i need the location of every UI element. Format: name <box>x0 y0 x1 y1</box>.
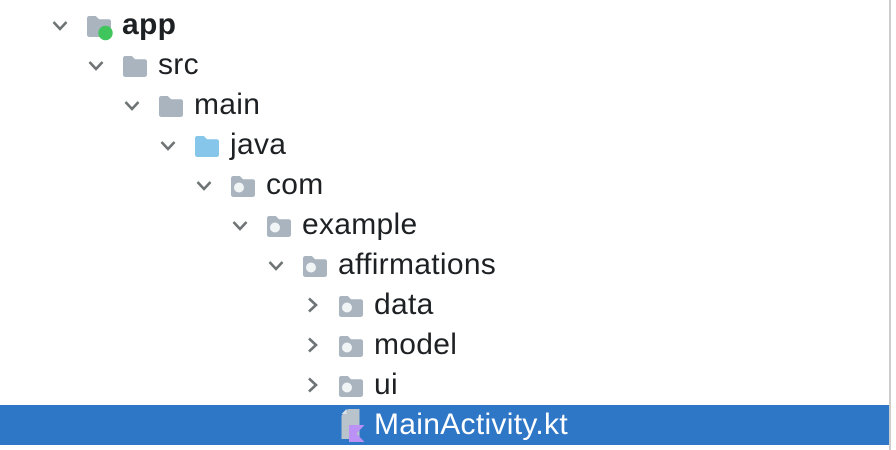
folder-icon <box>120 45 150 85</box>
kotlin-file-icon <box>336 405 366 445</box>
tree-item-label: ui <box>374 368 398 401</box>
tree-item-mainactivity-kt[interactable]: MainActivity.kt <box>0 405 889 445</box>
tree-item-affirmations[interactable]: affirmations <box>0 245 889 285</box>
tree-item-com[interactable]: com <box>0 165 889 205</box>
folder-icon <box>156 85 186 125</box>
package-folder-icon <box>336 325 366 365</box>
chevron-down-icon[interactable] <box>156 133 180 157</box>
tree-item-label: affirmations <box>338 248 497 281</box>
chevron-right-icon[interactable] <box>300 293 324 317</box>
panel-divider[interactable] <box>889 0 891 450</box>
tree-item-label: app <box>122 8 177 41</box>
package-folder-icon <box>264 205 294 245</box>
tree-item-label: src <box>158 48 199 81</box>
tree-item-java[interactable]: java <box>0 125 889 165</box>
tree-item-ui[interactable]: ui <box>0 365 889 405</box>
chevron-down-icon[interactable] <box>264 253 288 277</box>
tree-item-label: com <box>266 168 324 201</box>
chevron-right-icon[interactable] <box>300 373 324 397</box>
tree-item-label: example <box>302 208 418 241</box>
project-tree: app src main java com example affirmations data… <box>0 5 889 445</box>
tree-item-data[interactable]: data <box>0 285 889 325</box>
chevron-down-icon[interactable] <box>228 213 252 237</box>
tree-item-label: data <box>374 288 434 321</box>
tree-item-model[interactable]: model <box>0 325 889 365</box>
android-module-folder-icon <box>84 5 114 45</box>
source-folder-icon <box>192 125 222 165</box>
tree-item-label: main <box>194 88 261 121</box>
chevron-spacer <box>300 413 324 437</box>
chevron-right-icon[interactable] <box>300 333 324 357</box>
package-folder-icon <box>228 165 258 205</box>
chevron-down-icon[interactable] <box>48 13 72 37</box>
chevron-down-icon[interactable] <box>192 173 216 197</box>
editor-area <box>891 0 896 450</box>
package-folder-icon <box>300 245 330 285</box>
package-folder-icon <box>336 365 366 405</box>
tree-item-label: model <box>374 328 458 361</box>
tree-item-app[interactable]: app <box>0 5 889 45</box>
tree-item-main[interactable]: main <box>0 85 889 125</box>
tree-item-label: MainActivity.kt <box>374 408 568 441</box>
tree-item-src[interactable]: src <box>0 45 889 85</box>
tree-item-label: java <box>230 128 287 161</box>
package-folder-icon <box>336 285 366 325</box>
chevron-down-icon[interactable] <box>84 53 108 77</box>
chevron-down-icon[interactable] <box>120 93 144 117</box>
tree-item-example[interactable]: example <box>0 205 889 245</box>
